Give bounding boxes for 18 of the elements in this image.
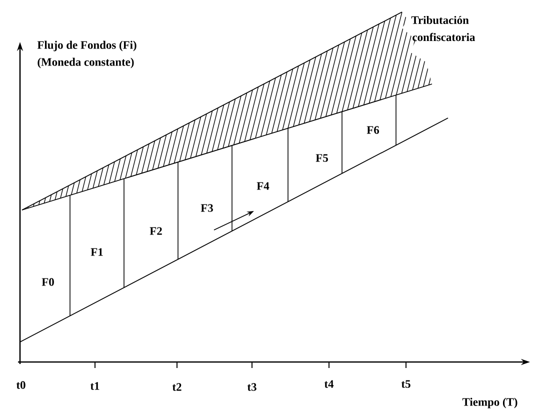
band-label: confiscatoria <box>412 32 476 42</box>
region-label: F3 <box>200 204 213 212</box>
axis-title: Flujo de Fondos (Fi) <box>37 40 136 52</box>
axis-title: (Moneda constante) <box>38 58 134 68</box>
region-label: F1 <box>90 248 103 256</box>
region-label: F0 <box>42 278 54 286</box>
tick-label: t3 <box>247 383 256 391</box>
axis-label: Tiempo (T) <box>462 398 518 408</box>
region-label: F6 <box>366 126 380 134</box>
tick-label: t5 <box>401 380 410 388</box>
region-label: F5 <box>316 154 328 162</box>
tick-label: t4 <box>324 380 334 388</box>
tick-label: t1 <box>90 382 100 390</box>
tick-label: t2 <box>172 383 182 391</box>
tick-label: t0 <box>16 381 26 389</box>
band-label: Tributación <box>411 16 469 24</box>
region-label: F2 <box>150 227 162 235</box>
region-label: F4 <box>256 182 270 190</box>
